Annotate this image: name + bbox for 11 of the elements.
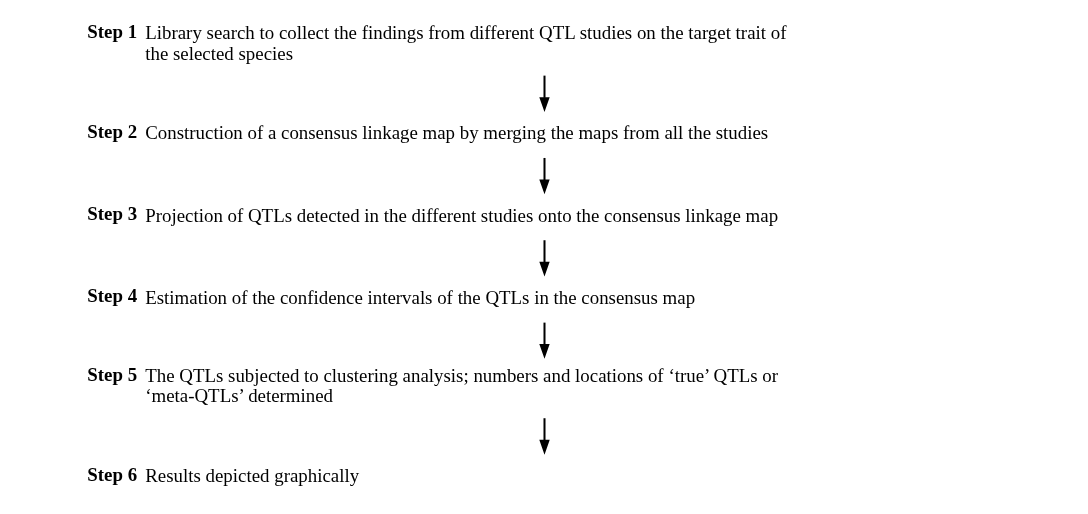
arrow bbox=[538, 240, 550, 277]
node-text: Step 5 The QTLs subjected to clustering analysis; numbers and locations of ‘true’ QTLs or ‘meta-QTLs’ determined bbox=[86, 363, 778, 407]
node-text: Step 4 Estimation of the confidence intervals of the QTLs in the consensus map bbox=[86, 285, 695, 308]
arrow bbox=[538, 75, 550, 113]
arrow bbox=[538, 322, 550, 359]
node-text: Step 3 Projection of QTLs detected in the different studies onto the consensus linkage map bbox=[86, 203, 778, 226]
node-text: Step 1 Library search to collect the findings from different QTL studies on the target trait of the selected species bbox=[86, 21, 786, 64]
node-text: Step 2 Construction of a consensus linkage map by merging the maps from all the studies bbox=[86, 120, 768, 144]
arrow bbox=[538, 157, 550, 195]
node-text: Step 6 Results depicted graphically bbox=[86, 463, 359, 486]
arrow bbox=[538, 418, 550, 455]
